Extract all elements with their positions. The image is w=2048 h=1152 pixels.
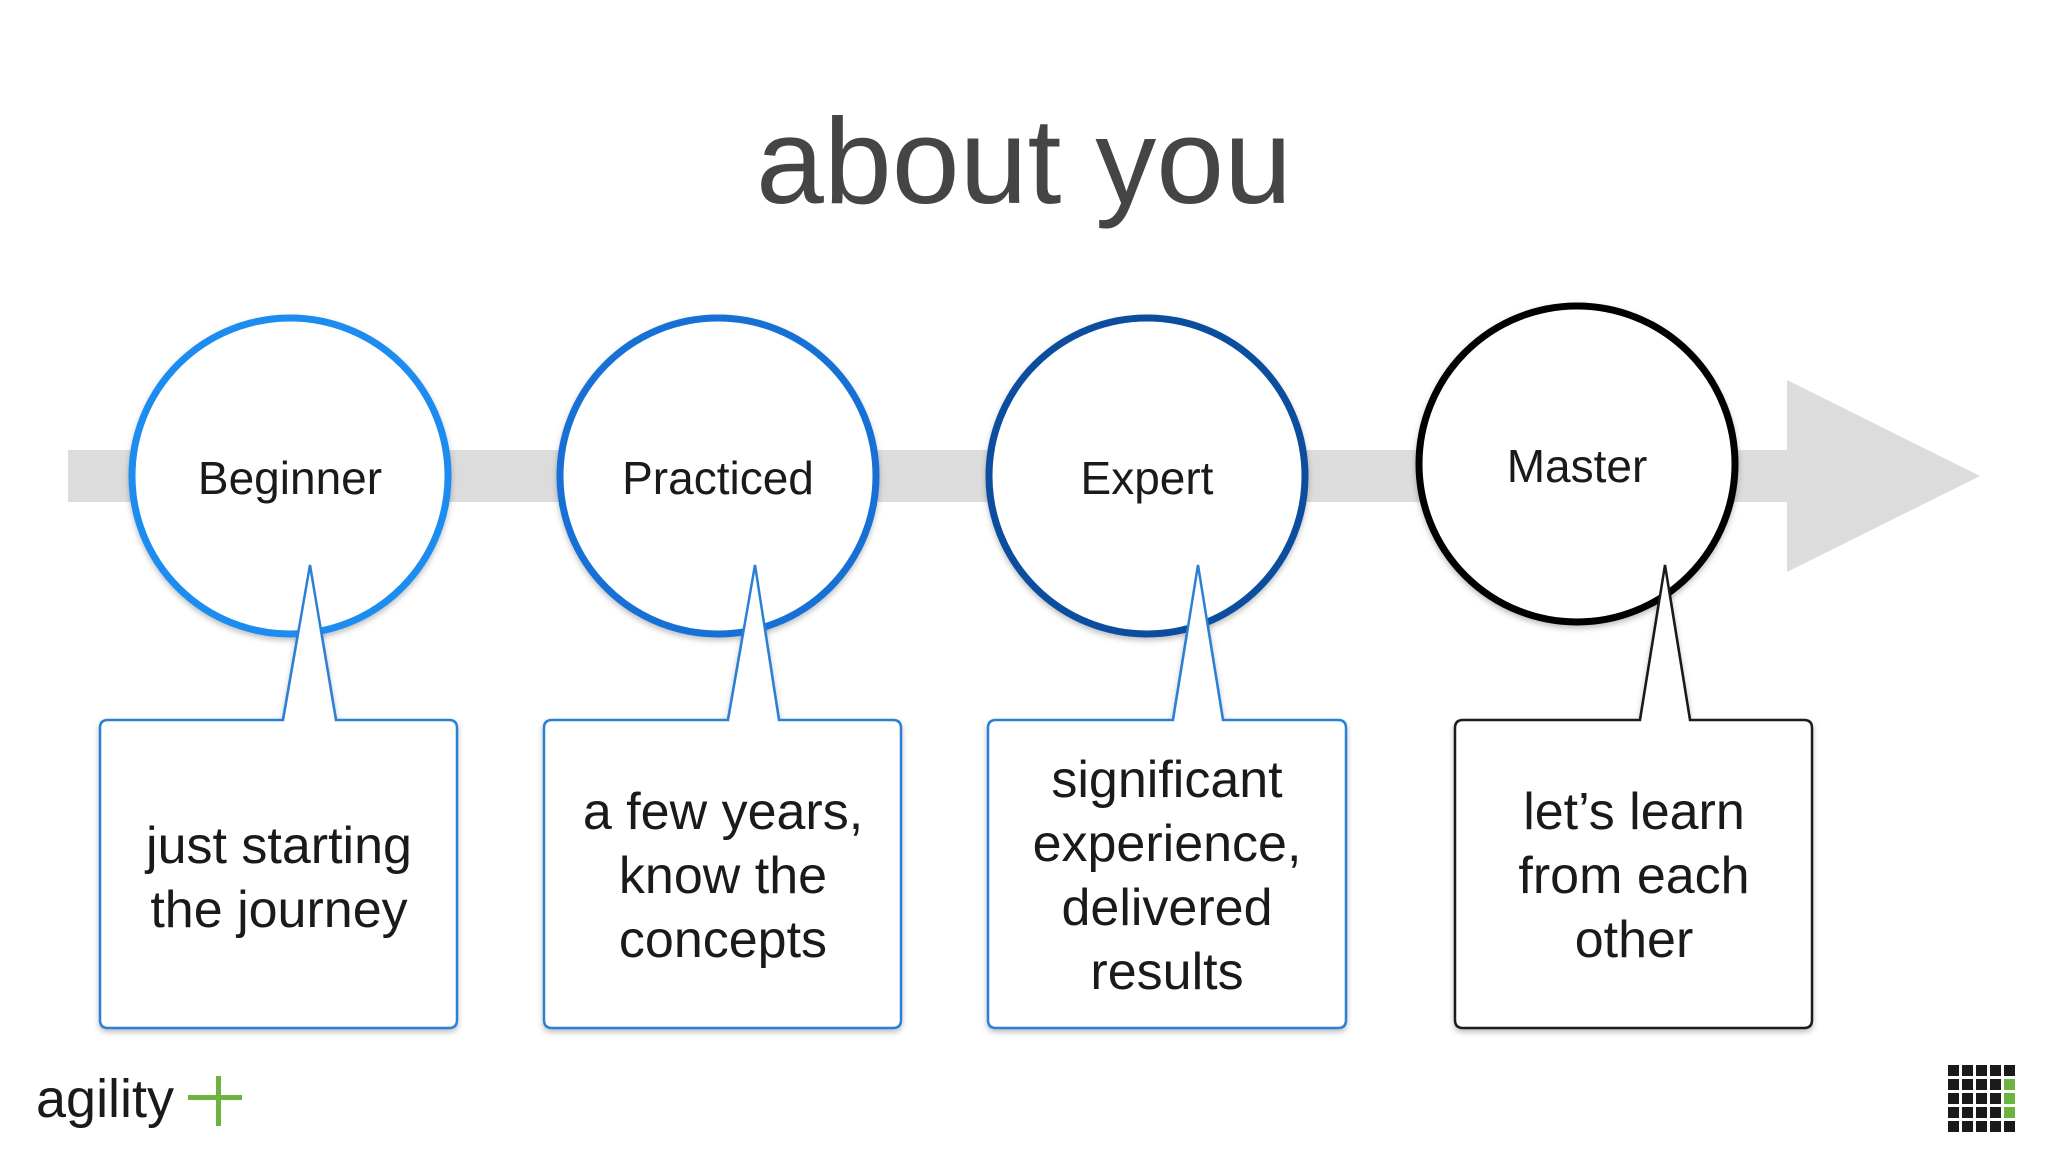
grid-logo-cell (1948, 1121, 1959, 1132)
brand-logo: agility (36, 1069, 175, 1129)
grid-logo-cell (1990, 1065, 2001, 1076)
grid-logo-cell (1948, 1093, 1959, 1104)
stage-circle-master (1415, 302, 1739, 626)
callout-line: results (1090, 943, 1244, 1001)
grid-logo-cell (1962, 1121, 1973, 1132)
grid-logo-cell (2004, 1121, 2015, 1132)
stage-circle-practiced (556, 314, 880, 638)
grid-logo-cell (1990, 1107, 2001, 1118)
callout-master (1453, 564, 1814, 1030)
grid-logo-cell (1962, 1079, 1973, 1090)
callout-line: significant (1051, 751, 1283, 809)
callout-text-practiced: a few years, know the concepts (548, 780, 898, 972)
corner-grid-logo (1948, 1065, 2015, 1132)
grid-logo-cell (2004, 1065, 2015, 1076)
pointer-master (1638, 564, 1692, 721)
grid-logo-cell (1962, 1065, 1973, 1076)
callout-text-expert: significant experience, delivered result… (992, 748, 1342, 1004)
callout-line: just starting (146, 817, 412, 875)
grid-logo-cell (1976, 1121, 1987, 1132)
grid-logo-cell (1990, 1121, 2001, 1132)
callout-beginner (98, 564, 459, 1030)
grid-logo-cell (1976, 1107, 1987, 1118)
arrow-head (1787, 380, 1980, 572)
callout-line: a few years, (582, 783, 864, 841)
pointer-practiced (726, 564, 781, 721)
logo-plus-mark (188, 1076, 242, 1126)
grid-logo-cell (1948, 1079, 1959, 1090)
pointer-expert (1171, 564, 1225, 721)
callout-line: concepts (618, 911, 828, 969)
callout-line: other (1574, 911, 1694, 969)
callout-line: know the (618, 847, 828, 905)
grid-logo-cell (1976, 1065, 1987, 1076)
grid-logo-cell (2004, 1079, 2015, 1090)
grid-logo-cell (1976, 1079, 1987, 1090)
grid-logo-cell (1962, 1093, 1973, 1104)
callout-practiced (542, 564, 903, 1030)
callout-line: let’s learn (1523, 783, 1745, 841)
callout-line: from each (1518, 847, 1750, 905)
grid-logo-cell (1976, 1093, 1987, 1104)
stage-label-master: Master (1506, 440, 1648, 492)
callout-line: the journey (150, 881, 408, 939)
grid-logo-cell (1990, 1093, 2001, 1104)
stage-circle-expert (985, 314, 1309, 638)
callout-expert (986, 564, 1348, 1030)
stage-label-practiced: Practiced (622, 452, 814, 504)
grid-logo-cell (1962, 1107, 1973, 1118)
stage-circle-beginner (128, 314, 452, 638)
slide-title: about you (756, 93, 1292, 229)
pointer-beginner (281, 564, 338, 721)
callout-line: experience, (1032, 815, 1302, 873)
grid-logo-cell (2004, 1093, 2015, 1104)
callout-line: delivered (1061, 879, 1273, 937)
stage-label-beginner: Beginner (197, 452, 383, 504)
grid-logo-cell (2004, 1107, 2015, 1118)
grid-logo-cell (1990, 1079, 2001, 1090)
callout-text-master: let’s learn from each other (1459, 780, 1809, 972)
callout-text-beginner: just starting the journey (104, 814, 454, 942)
grid-logo-cell (1948, 1065, 1959, 1076)
grid-logo-cell (1948, 1107, 1959, 1118)
stage-label-expert: Expert (1080, 452, 1214, 504)
